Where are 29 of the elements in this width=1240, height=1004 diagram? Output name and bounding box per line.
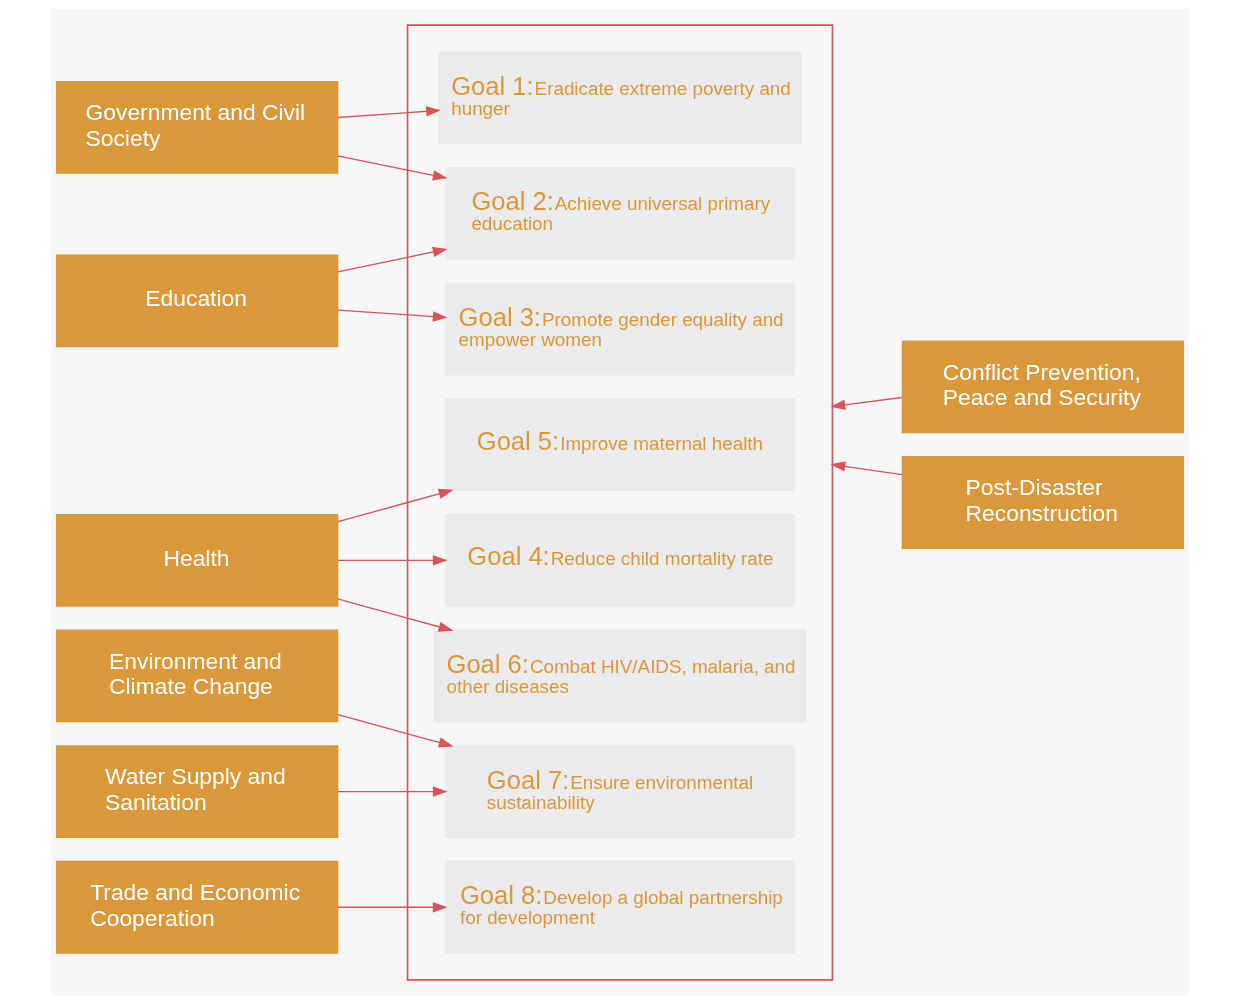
arrow: [337, 597, 454, 632]
arrow: [337, 901, 448, 912]
arrow: [337, 713, 454, 747]
cluster: [406, 23, 834, 981]
node-box: Health: [55, 513, 339, 607]
arrow: [337, 488, 454, 522]
node-box: Goal 1:Eradicate extreme poverty and hunger: [438, 50, 802, 144]
node-box: Goal 5:Improve maternal health: [445, 397, 795, 491]
node-box: Goal 6:Combat HIV/AIDS, malaria, and other diseases: [433, 629, 807, 722]
arrow: [830, 396, 903, 410]
arrow: [337, 554, 448, 565]
node-box: Water Supply and Sanitation: [55, 744, 339, 838]
arrow: [337, 154, 448, 180]
node-box: Goal 8:Develop a global partnership for development: [445, 860, 795, 954]
node-box: Education: [55, 253, 339, 347]
node-box: Goal 2:Achieve universal primary education: [445, 166, 795, 260]
arrow: [337, 105, 441, 118]
node-box: Goal 4:Reduce child mortality rate: [445, 513, 795, 607]
arrow: [337, 309, 448, 322]
node-box: Conflict Prevention, Peace and Security: [901, 339, 1185, 433]
node-box: Goal 7:Ensure environmental sustainability: [445, 744, 795, 838]
node-box: Environment and Climate Change: [55, 629, 339, 722]
node-box: Trade and Economic Cooperation: [55, 860, 339, 954]
arrow: [337, 246, 448, 272]
node-box: Goal 3:Promote gender equality and empower women: [445, 282, 795, 375]
arrow: [337, 785, 448, 797]
arrow: [830, 460, 903, 475]
node-box: Post-Disaster Reconstruction: [901, 455, 1185, 549]
node-box: Government and Civil Society: [55, 80, 339, 174]
